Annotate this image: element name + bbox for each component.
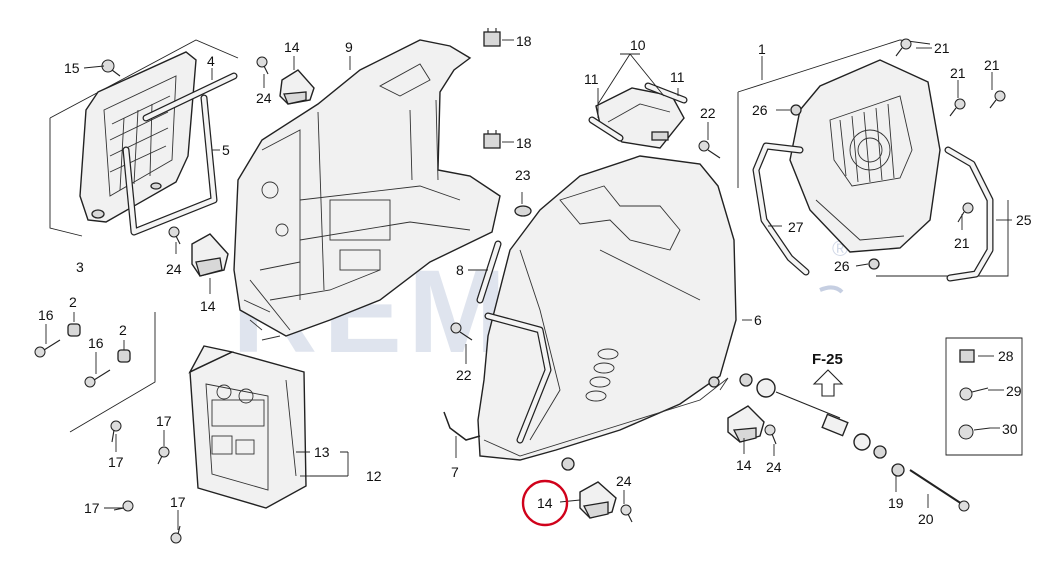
callout-14-left[interactable]: 14 — [200, 298, 216, 314]
part-mount-14-upper — [279, 69, 315, 105]
callout-6[interactable]: 6 — [754, 312, 762, 328]
callout-14-lower-right[interactable]: 14 — [736, 457, 752, 473]
callout-29[interactable]: 29 — [1006, 383, 1022, 399]
part-bolt-17-c — [113, 500, 134, 512]
callout-7[interactable]: 7 — [451, 464, 459, 480]
part-bolt-24-upper — [256, 56, 269, 75]
callout-4[interactable]: 4 — [207, 53, 215, 69]
callout-15[interactable]: 15 — [64, 60, 80, 76]
part-main-frame — [233, 39, 501, 341]
callout-19[interactable]: 19 — [888, 495, 904, 511]
part-bolt-20 — [909, 469, 970, 512]
part-clip-28 — [959, 349, 975, 363]
part-bolt-16-lower — [84, 369, 111, 388]
callout-22-upper[interactable]: 22 — [700, 105, 716, 121]
part-bolt-24-left — [168, 226, 181, 245]
callout-20[interactable]: 20 — [918, 511, 934, 527]
part-axle-assembly — [739, 373, 887, 459]
part-bolt-21-lower — [957, 202, 974, 223]
callout-21-top[interactable]: 21 — [934, 40, 950, 56]
part-bolt-24-lower-right — [764, 424, 777, 445]
callout-24-lower[interactable]: 24 — [616, 473, 632, 489]
part-grommet-26-upper — [790, 104, 802, 116]
part-bolt-21-right — [989, 90, 1006, 109]
callout-14-upper[interactable]: 14 — [284, 39, 300, 55]
part-bolt-15 — [101, 59, 121, 77]
part-bolt-29 — [959, 387, 989, 401]
callout-1[interactable]: 1 — [758, 41, 766, 57]
callout-30[interactable]: 30 — [1002, 421, 1018, 437]
part-mount-14-highlighted — [579, 481, 617, 519]
part-bracket-7 — [443, 411, 481, 441]
callout-14-highlighted[interactable]: 14 — [537, 495, 553, 511]
callout-17-b[interactable]: 17 — [156, 413, 172, 429]
callout-21-mid[interactable]: 21 — [950, 65, 966, 81]
callout-21-right[interactable]: 21 — [984, 57, 1000, 73]
callout-18-upper[interactable]: 18 — [516, 33, 532, 49]
leader-lines — [45, 39, 1012, 530]
part-clip-18-upper — [483, 28, 501, 47]
part-bolt-24-lower — [620, 504, 633, 523]
part-bolt-22-upper — [698, 140, 721, 159]
callout-25[interactable]: 25 — [1016, 212, 1032, 228]
callout-10[interactable]: 10 — [630, 37, 646, 53]
callout-17-c[interactable]: 17 — [84, 500, 100, 516]
highlight-circle — [521, 479, 569, 527]
callout-23[interactable]: 23 — [515, 167, 531, 183]
callout-18-lower[interactable]: 18 — [516, 135, 532, 151]
part-mount-14-lower-right — [727, 405, 765, 443]
part-bolt-21-mid — [949, 98, 966, 117]
callout-13[interactable]: 13 — [314, 444, 330, 460]
callout-24-left[interactable]: 24 — [166, 261, 182, 277]
part-mount-14-left — [191, 233, 229, 277]
reference-arrow-icon — [812, 369, 844, 397]
callout-21-lower[interactable]: 21 — [954, 235, 970, 251]
group-box-fastener-legend — [945, 337, 1023, 456]
part-bolt-17-a — [110, 420, 122, 443]
part-bolt-16-upper — [34, 339, 61, 358]
part-collar-2-lower — [117, 349, 131, 363]
callout-5[interactable]: 5 — [222, 142, 230, 158]
part-collar-2-upper — [67, 323, 81, 337]
callout-28[interactable]: 28 — [998, 348, 1014, 364]
part-bolt-22-lower — [450, 322, 473, 341]
part-clip-18-lower — [483, 130, 501, 149]
part-side-cover — [789, 59, 941, 253]
callout-8[interactable]: 8 — [456, 262, 464, 278]
part-washer-23 — [514, 205, 532, 217]
part-grommet-26-lower — [868, 258, 880, 270]
callout-16-lower[interactable]: 16 — [88, 335, 104, 351]
callout-16-upper[interactable]: 16 — [38, 307, 54, 323]
part-bolt-17-b — [157, 446, 170, 465]
reference-label-f25: F-25 — [812, 351, 843, 368]
callout-24-lower-right[interactable]: 24 — [766, 459, 782, 475]
callout-27[interactable]: 27 — [788, 219, 804, 235]
callout-26-upper[interactable]: 26 — [752, 102, 768, 118]
part-washer-19 — [891, 463, 905, 477]
callout-24-upper[interactable]: 24 — [256, 90, 272, 106]
callout-17-a[interactable]: 17 — [108, 454, 124, 470]
group-box-side-cover — [737, 39, 1009, 277]
part-bolt-21-top — [895, 38, 912, 57]
callout-11-left[interactable]: 11 — [584, 71, 599, 87]
callout-17-d[interactable]: 17 — [170, 494, 186, 510]
callout-26-lower[interactable]: 26 — [834, 258, 850, 274]
part-bolt-17-d — [170, 525, 182, 544]
callout-12[interactable]: 12 — [366, 468, 382, 484]
callout-9[interactable]: 9 — [345, 39, 353, 55]
group-box-fasteners-left — [69, 312, 156, 433]
part-control-panel — [188, 345, 307, 509]
callout-2-upper[interactable]: 2 — [69, 294, 77, 310]
callout-3[interactable]: 3 — [76, 259, 84, 275]
callout-22-lower[interactable]: 22 — [456, 367, 472, 383]
callout-labels: 15 4 5 3 14 24 9 18 18 10 11 11 22 23 1 … — [38, 33, 1032, 527]
callout-2-lower[interactable]: 2 — [119, 322, 127, 338]
part-bolt-30 — [958, 424, 991, 440]
callout-11-right[interactable]: 11 — [670, 69, 685, 85]
watermark-accent-mark — [819, 285, 844, 294]
part-main-housing — [477, 155, 737, 471]
part-front-cover-grille — [79, 51, 197, 223]
